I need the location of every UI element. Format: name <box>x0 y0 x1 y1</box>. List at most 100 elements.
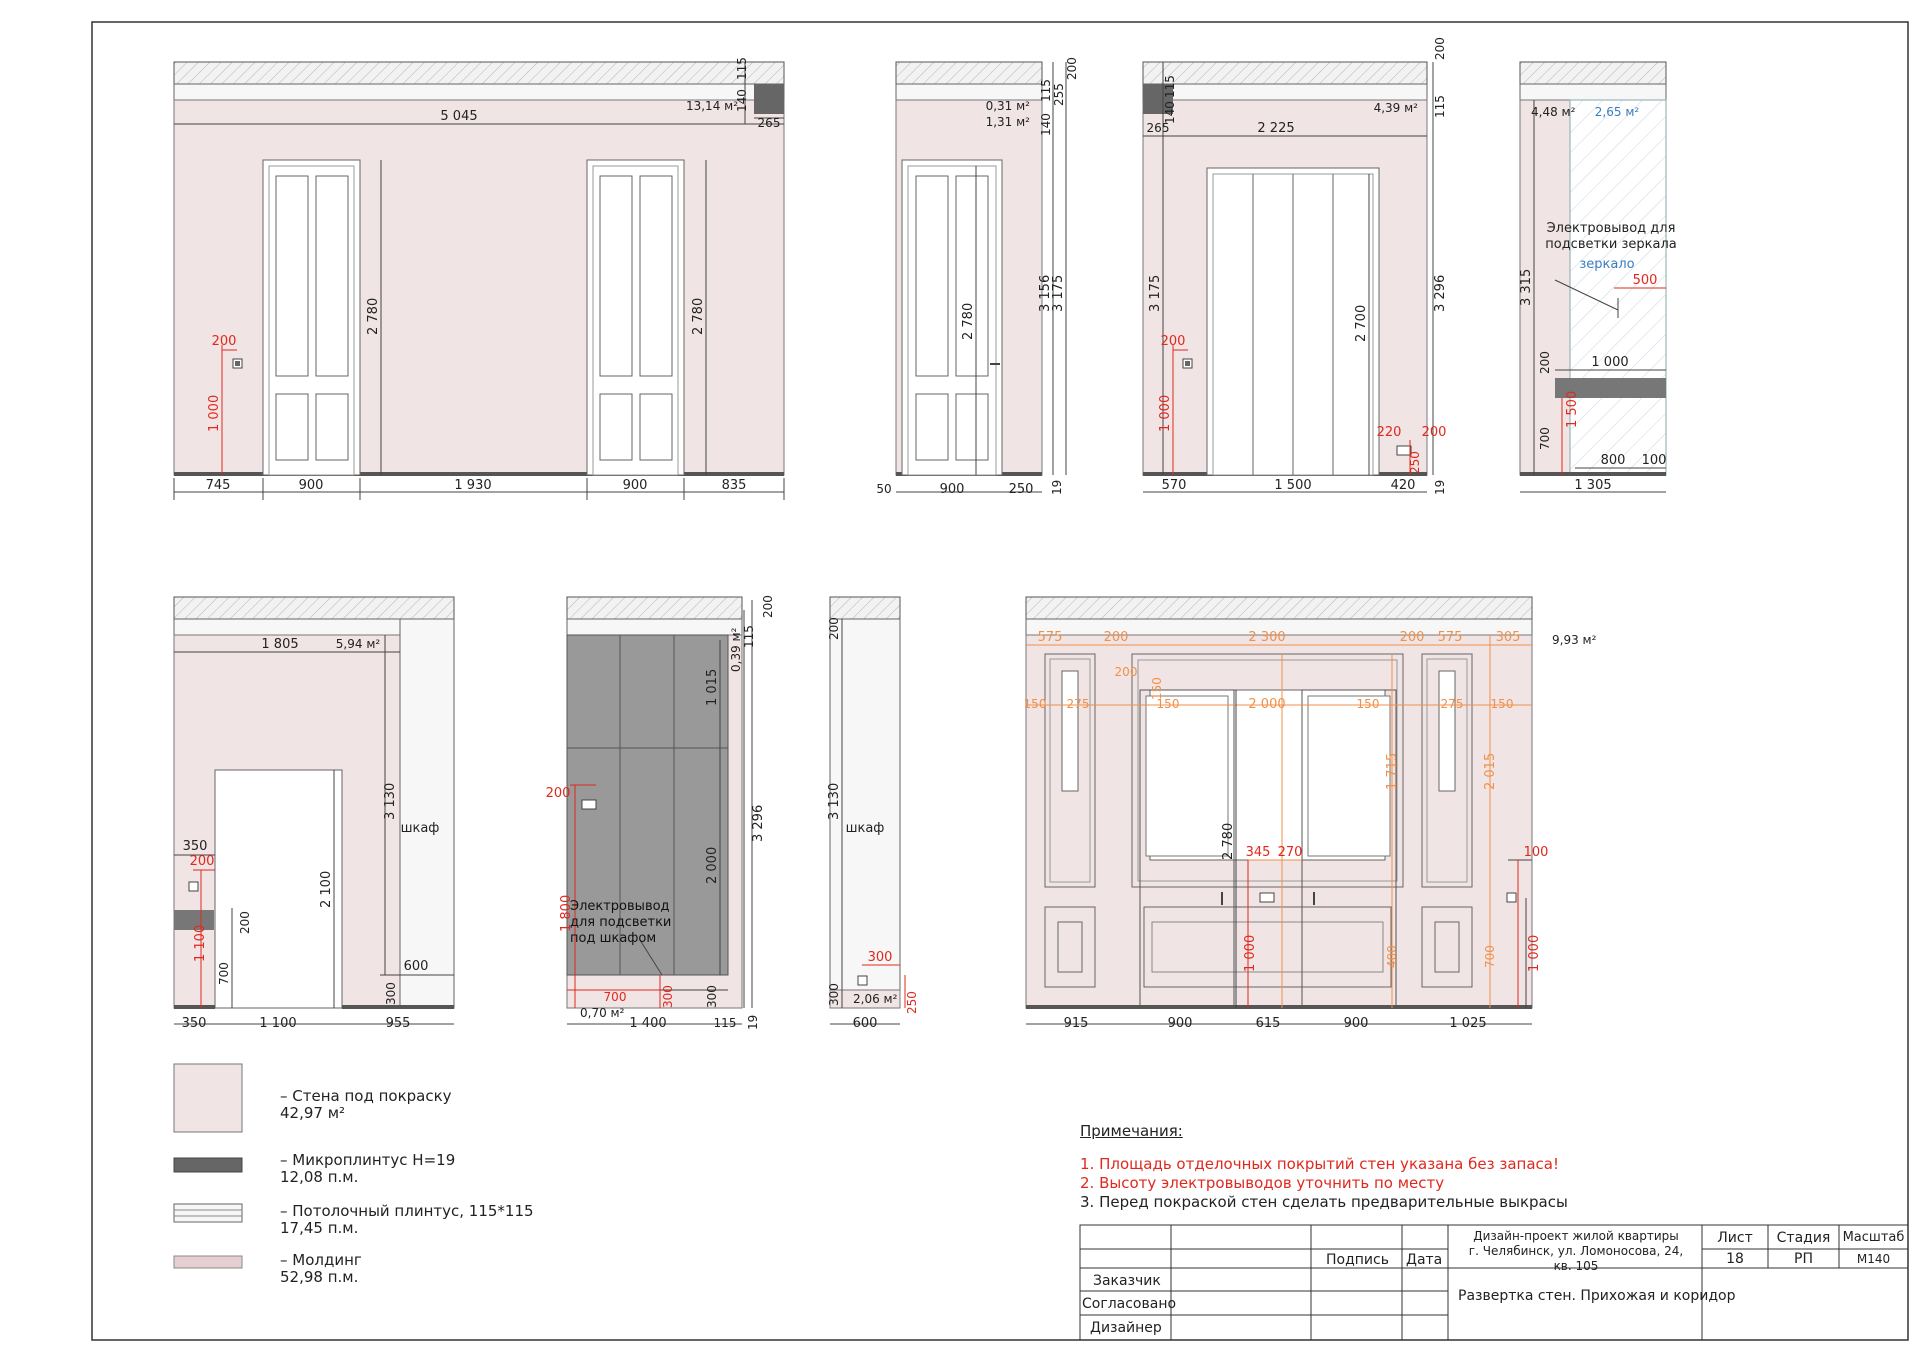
tb-scale-value: М140 <box>1856 1252 1891 1266</box>
tb-stage-value: РП <box>1794 1251 1813 1267</box>
svg-text:Электровывод для: Электровывод для <box>1547 221 1676 236</box>
svg-text:115: 115 <box>742 625 756 648</box>
svg-text:200: 200 <box>1433 37 1447 60</box>
svg-text:575: 575 <box>1438 630 1463 645</box>
elevation-4: 4,48 м² 2,65 м² Электровывод для подсвет… <box>1519 61 1677 493</box>
svg-text:зеркало: зеркало <box>1579 257 1634 272</box>
svg-text:250: 250 <box>1408 451 1422 474</box>
svg-text:200: 200 <box>761 595 775 618</box>
svg-text:1 100: 1 100 <box>193 925 208 962</box>
svg-text:2,65 м²: 2,65 м² <box>1595 105 1640 119</box>
svg-text:3 315: 3 315 <box>1519 269 1534 306</box>
svg-text:600: 600 <box>853 1016 878 1031</box>
svg-text:шкаф: шкаф <box>846 821 885 836</box>
svg-text:1 500: 1 500 <box>1565 391 1580 428</box>
swatch-microplinth <box>173 1157 243 1173</box>
note-1: 1. Площадь отделочных покрытий стен указ… <box>1080 1155 1559 1173</box>
svg-text:150: 150 <box>1150 677 1164 700</box>
svg-text:700: 700 <box>1483 945 1497 968</box>
e1-area: 13,14 м² <box>686 99 738 113</box>
svg-text:900: 900 <box>1168 1016 1193 1031</box>
svg-text:700: 700 <box>604 990 627 1004</box>
svg-text:700: 700 <box>1538 427 1552 450</box>
svg-text:100: 100 <box>1524 845 1549 860</box>
legend-microplinth: – Микроплинтус Н=19 12,08 п.м. <box>280 1151 456 1186</box>
svg-text:1 000: 1 000 <box>1243 935 1258 972</box>
svg-text:300: 300 <box>827 983 841 1006</box>
svg-text:200: 200 <box>1538 351 1552 374</box>
svg-text:255: 255 <box>1052 83 1066 106</box>
svg-text:1 100: 1 100 <box>259 1016 296 1031</box>
svg-text:200: 200 <box>1115 665 1138 679</box>
svg-text:1 015: 1 015 <box>705 669 720 706</box>
svg-text:50: 50 <box>876 482 891 496</box>
svg-text:150: 150 <box>1491 697 1514 711</box>
svg-text:150: 150 <box>1157 697 1180 711</box>
svg-text:600: 600 <box>404 959 429 974</box>
svg-text:900: 900 <box>1344 1016 1369 1031</box>
svg-text:575: 575 <box>1038 630 1063 645</box>
svg-text:900: 900 <box>299 478 324 493</box>
tb-signature: Подпись <box>1326 1252 1389 1268</box>
svg-text:300: 300 <box>661 985 675 1008</box>
svg-text:1 305: 1 305 <box>1574 478 1611 493</box>
title-block <box>1079 1224 1909 1341</box>
svg-text:200: 200 <box>1400 630 1425 645</box>
svg-text:шкаф: шкаф <box>401 821 440 836</box>
note-2: 2. Высоту электровыводов уточнить по мес… <box>1080 1174 1445 1192</box>
svg-text:350: 350 <box>183 839 208 854</box>
tb-approved: Согласовано <box>1082 1296 1177 1312</box>
elevation-3: 2 225 265 4,39 м² 115 140 200 115 3 175 … <box>1142 37 1448 495</box>
svg-text:9,93 м²: 9,93 м² <box>1552 633 1597 647</box>
elevation-2: 0,31 м² 1,31 м² 115 140 255 200 2 780 3 … <box>876 57 1079 497</box>
sheet-border <box>91 21 1909 1341</box>
svg-text:140: 140 <box>1039 113 1053 136</box>
svg-text:200: 200 <box>546 786 571 801</box>
svg-text:3 296: 3 296 <box>1433 275 1448 312</box>
svg-text:265: 265 <box>758 116 781 130</box>
svg-text:3 156: 3 156 <box>1038 275 1053 312</box>
svg-text:140: 140 <box>735 89 749 112</box>
tb-designer: Дизайнер <box>1090 1320 1162 1336</box>
svg-text:3 130: 3 130 <box>827 783 842 820</box>
svg-text:3 175: 3 175 <box>1051 275 1066 312</box>
notes-heading: Примечания: <box>1080 1122 1183 1140</box>
svg-text:800: 800 <box>1601 453 1626 468</box>
svg-text:1 500: 1 500 <box>1274 478 1311 493</box>
svg-text:220: 220 <box>1377 425 1402 440</box>
svg-text:350: 350 <box>182 1016 207 1031</box>
svg-text:835: 835 <box>722 478 747 493</box>
elevation-1: 5 045 13,14 м² 265 115 140 2 780 2 780 2… <box>173 57 785 500</box>
svg-text:300: 300 <box>384 982 398 1005</box>
svg-text:265: 265 <box>1147 121 1170 135</box>
tb-sheet-label: Лист <box>1717 1230 1753 1246</box>
tb-date: Дата <box>1406 1252 1443 1268</box>
svg-text:200: 200 <box>1422 425 1447 440</box>
svg-text:570: 570 <box>1162 478 1187 493</box>
svg-text:1 805: 1 805 <box>261 637 298 652</box>
elevation-6: 0,39 м² 115 200 1 015 3 296 2 000 Электр… <box>546 595 775 1031</box>
svg-text:400: 400 <box>1385 945 1399 968</box>
svg-text:1 000: 1 000 <box>1591 355 1628 370</box>
svg-text:1 025: 1 025 <box>1449 1016 1486 1031</box>
svg-text:500: 500 <box>1633 273 1658 288</box>
svg-text:3 175: 3 175 <box>1148 275 1163 312</box>
svg-text:19: 19 <box>1050 480 1064 495</box>
elevation-5: 1 805 5,94 м² шкаф 3 130 2 100 350 200 2… <box>173 596 455 1031</box>
svg-text:275: 275 <box>1441 697 1464 711</box>
svg-text:200: 200 <box>1104 630 1129 645</box>
svg-text:200: 200 <box>238 911 252 934</box>
tb-scale-label: Масштаб <box>1842 1230 1905 1245</box>
svg-text:115: 115 <box>735 57 749 80</box>
svg-text:под шкафом: под шкафом <box>570 931 656 946</box>
svg-text:2,06 м²: 2,06 м² <box>853 992 898 1006</box>
svg-text:для подсветки: для подсветки <box>570 915 671 930</box>
svg-text:1 000: 1 000 <box>1527 935 1542 972</box>
swatch-molding <box>173 1255 243 1269</box>
elevation-7: 200 3 130 шкаф 300 300 2,06 м² 250 600 <box>827 596 919 1031</box>
svg-text:2 700: 2 700 <box>1354 305 1369 342</box>
svg-text:2 780: 2 780 <box>366 298 381 335</box>
svg-text:19: 19 <box>1433 480 1447 495</box>
svg-text:420: 420 <box>1391 478 1416 493</box>
svg-text:200: 200 <box>190 854 215 869</box>
